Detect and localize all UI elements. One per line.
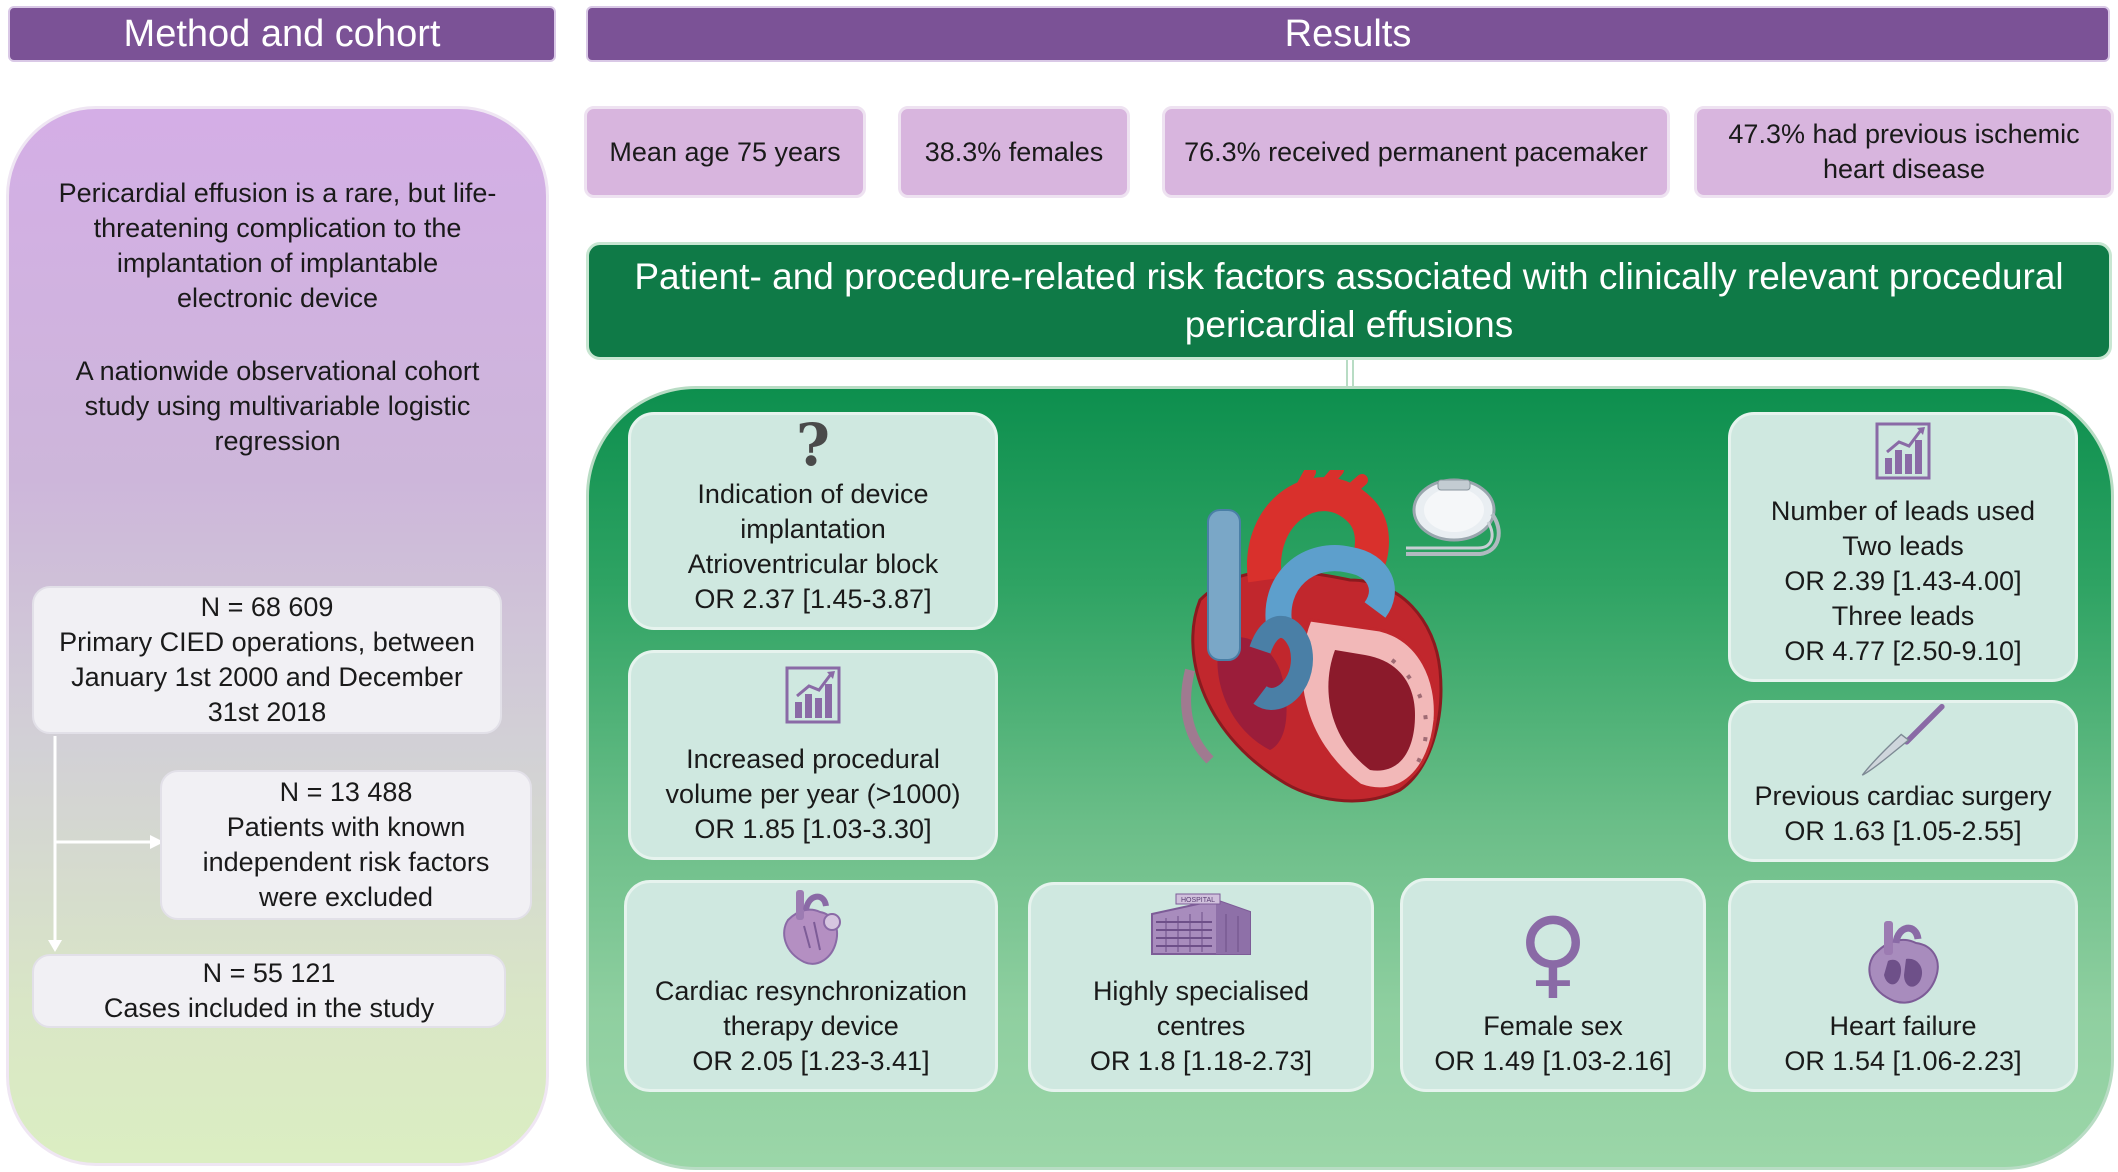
card-leads-two-or: OR 2.39 [1.43-4.00] [1784, 566, 2022, 596]
card-female-or: OR 1.49 [1.03-2.16] [1434, 1046, 1672, 1076]
flow-included-count: N = 55 121 [202, 958, 336, 988]
card-crt-or: OR 2.05 [1.23-3.41] [692, 1046, 930, 1076]
card-surgery-line-1: Previous cardiac surgery [1754, 781, 2052, 811]
scalpel-icon [1861, 703, 1945, 776]
card-number-of-leads: Number of leads used Two leads OR 2.39 [… [1728, 412, 2078, 682]
results-title: Results [1284, 12, 1412, 55]
design-line-2: study using multivariable logistic [84, 391, 471, 421]
hospital-sign: HOSPITAL [1181, 897, 1215, 904]
card-indication: ? Indication of device implantation Atri… [628, 412, 998, 630]
method-cohort-title: Method and cohort [123, 12, 441, 55]
flow-excluded-line-3: independent risk factors [202, 847, 490, 877]
card-indication-or: OR 2.37 [1.45-3.87] [694, 584, 932, 614]
card-centres-line-1: Highly specialised [1092, 976, 1310, 1006]
card-leads-two: Two leads [1842, 531, 1964, 561]
stat-ischemic: 47.3% had previous ischemic heart diseas… [1694, 106, 2114, 198]
card-hf-line-1: Heart failure [1829, 1011, 1977, 1041]
design-line-3: regression [214, 426, 341, 456]
question-mark-icon: ? [796, 411, 830, 479]
flow-included-line-2: Cases included in the study [103, 993, 435, 1023]
hospital-icon: HOSPITAL [1151, 893, 1251, 955]
intro-line-4: electronic device [176, 283, 379, 313]
flow-box-excluded: N = 13 488 Patients with known independe… [160, 770, 532, 920]
intro-line-3: implantation of implantable [116, 248, 439, 278]
heart-device-icon [783, 890, 841, 965]
flow-box-total: N = 68 609 Primary CIED operations, betw… [32, 586, 502, 734]
card-centres-or: OR 1.8 [1.18-2.73] [1089, 1046, 1313, 1076]
card-indication-line-3: Atrioventricular block [687, 549, 939, 579]
card-crt-line-1: Cardiac resynchronization [654, 976, 968, 1006]
card-leads-line-1: Number of leads used [1770, 496, 2036, 526]
stat-mean-age: Mean age 75 years [584, 106, 866, 198]
bar-chart-icon [785, 666, 841, 724]
flow-total-line-2: Primary CIED operations, between [59, 627, 475, 657]
pacemaker-icon [1406, 478, 1501, 556]
flow-total-line-4: 31st 2018 [207, 697, 327, 727]
card-centres-line-2: centres [1156, 1011, 1246, 1041]
card-female-line-1: Female sex [1483, 1011, 1623, 1041]
stat-ischemic-line-2: heart disease [1822, 154, 1986, 184]
card-procedural-volume: Increased procedural volume per year (>1… [628, 650, 998, 860]
heart-illustration [1181, 470, 1443, 803]
risk-factors-title-line-1: Patient- and procedure-related risk fact… [634, 256, 2064, 297]
flow-total-line-3: January 1st 2000 and December [71, 662, 463, 692]
stat-pacemaker: 76.3% received permanent pacemaker [1162, 106, 1670, 198]
flow-arrows [48, 736, 164, 952]
card-volume-line-2: volume per year (>1000) [665, 779, 961, 809]
card-hf-or: OR 1.54 [1.06-2.23] [1784, 1046, 2022, 1076]
flow-total-count: N = 68 609 [200, 592, 334, 622]
results-header: Results [586, 6, 2110, 62]
card-leads-three: Three leads [1831, 601, 1975, 631]
stat-females: 38.3% females [898, 106, 1130, 198]
design-line-1: A nationwide observational cohort [75, 356, 480, 386]
stat-females-text: 38.3% females [924, 136, 1104, 167]
card-indication-line-2: implantation [740, 514, 886, 544]
card-previous-surgery: Previous cardiac surgery OR 1.63 [1.05-2… [1728, 700, 2078, 862]
card-indication-line-1: Indication of device [697, 479, 929, 509]
card-volume-or: OR 1.85 [1.03-3.30] [694, 814, 932, 844]
female-symbol-icon: ♀ [1517, 897, 1589, 1009]
card-leads-three-or: OR 4.77 [2.50-9.10] [1784, 636, 2022, 666]
card-volume-line-1: Increased procedural [686, 744, 940, 774]
flow-box-included: N = 55 121 Cases included in the study [32, 954, 506, 1028]
intro-text: Pericardial effusion is a rare, but life… [40, 176, 515, 316]
card-heart-failure: Heart failure OR 1.54 [1.06-2.23] [1728, 880, 2078, 1092]
stat-mean-age-text: Mean age 75 years [609, 136, 841, 167]
heart-anatomy-icon [1868, 921, 1939, 1004]
intro-line-2: threatening complication to the [93, 213, 462, 243]
card-female-sex: ♀ Female sex OR 1.49 [1.03-2.16] [1400, 878, 1706, 1092]
risk-factors-title-line-2: pericardial effusions [1184, 304, 1514, 345]
method-cohort-header: Method and cohort [8, 6, 556, 62]
flow-excluded-line-2: Patients with known [226, 812, 466, 842]
card-crt-device: Cardiac resynchronization therapy device… [624, 880, 998, 1092]
stat-pacemaker-text: 76.3% received permanent pacemaker [1184, 136, 1648, 167]
flow-excluded-count: N = 13 488 [279, 777, 413, 807]
title-connector [1346, 360, 1354, 388]
bar-chart-icon [1875, 422, 1931, 480]
stat-ischemic-line-1: 47.3% had previous ischemic [1728, 119, 2080, 149]
card-specialised-centres: HOSPITAL Highly specialised centres OR 1… [1028, 882, 1374, 1092]
flow-excluded-line-4: were excluded [258, 882, 434, 912]
card-surgery-or: OR 1.63 [1.05-2.55] [1784, 816, 2022, 846]
design-text: A nationwide observational cohort study … [40, 354, 515, 459]
card-crt-line-2: therapy device [723, 1011, 899, 1041]
intro-line-1: Pericardial effusion is a rare, but life… [58, 178, 497, 208]
risk-factors-title-box: Patient- and procedure-related risk fact… [586, 242, 2112, 360]
